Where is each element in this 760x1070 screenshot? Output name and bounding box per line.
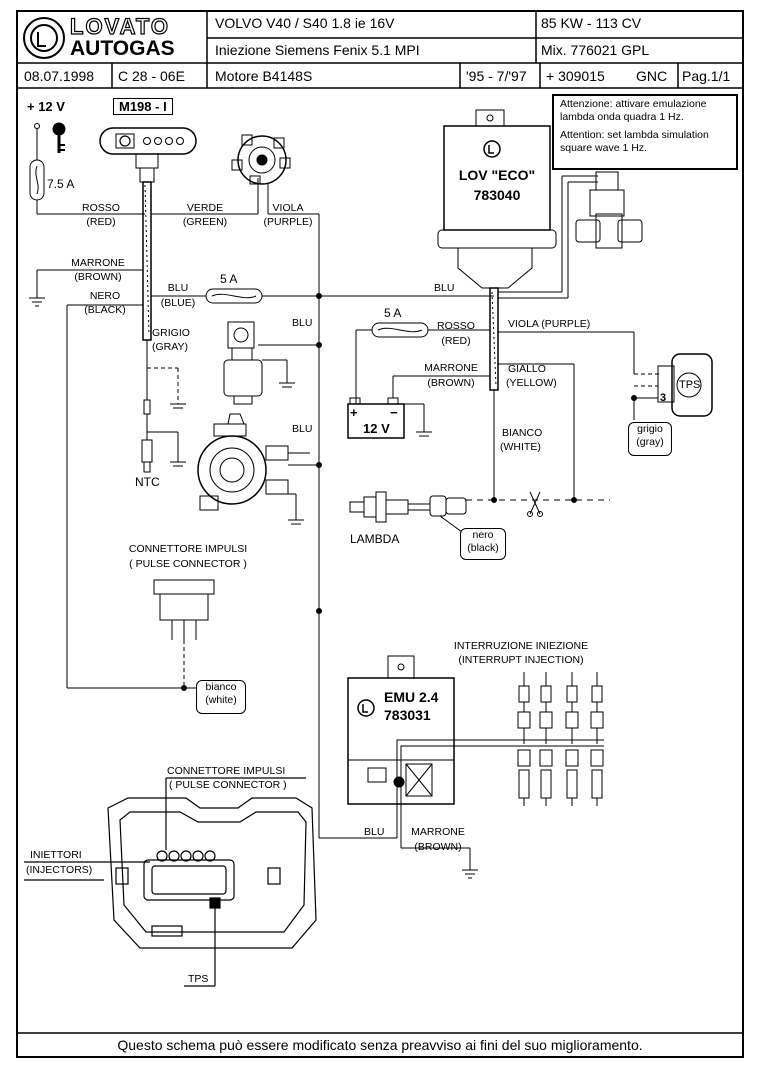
wire-brown-batt: (BROWN) (427, 377, 475, 389)
wire-viola: VIOLA (272, 202, 304, 214)
fuse-main-label: 7.5 A (47, 177, 75, 191)
lambda-label: LAMBDA (350, 532, 400, 546)
wire-blu-emu: BLU (364, 826, 385, 838)
callout-gray: (gray) (636, 436, 664, 448)
wire-verde: VERDE (186, 202, 224, 214)
injectors-caption-it: INIETTORI (30, 849, 82, 861)
wire-marrone-emu: MARRONE (411, 826, 465, 838)
wire-rosso-batt: ROSSO (437, 320, 475, 332)
tps-pin: 3 (660, 392, 667, 404)
ecu-name: LOV "ECO" (458, 167, 536, 183)
wire-green: (GREEN) (182, 216, 228, 228)
wire-gray: (GRAY) (152, 341, 188, 353)
notice-english: Attention: set lambda simulation square … (560, 129, 709, 154)
page-number: Pag.1/1 (682, 68, 731, 84)
drawing-code: C 28 - 06E (118, 68, 185, 84)
switch-logo-icon (119, 135, 131, 147)
wire-nero: NERO (89, 290, 121, 302)
notice-box: Attenzione: attivare emulazione lambda o… (552, 94, 738, 170)
sheet-frame (16, 10, 744, 1058)
wire-blu-reducer: BLU (292, 423, 313, 435)
engine-bay (24, 777, 317, 987)
emu-logo-icon (357, 699, 375, 717)
fuse-blu-label: 5 A (220, 272, 238, 286)
wire-viola-purple: VIOLA (PURPLE) (508, 318, 591, 330)
wire-blu-ecu: BLU (434, 282, 455, 294)
model-years: '95 - 7/'97 (466, 68, 527, 84)
injection-system: Iniezione Siemens Fenix 5.1 MPI (215, 42, 420, 58)
supply-label: + 12 V (27, 99, 65, 114)
interrupt-caption-it: INTERRUZIONE INIEZIONE (453, 640, 589, 652)
footer-disclaimer: Questo schema può essere modificato senz… (117, 1037, 643, 1053)
ecu-logo-icon (483, 140, 501, 158)
wire-bianco: BIANCO (502, 427, 543, 439)
lambda-nero-callout: nero (black) (460, 528, 506, 560)
callout-black: (black) (467, 542, 499, 554)
pulse-connector-caption-it: CONNETTORE IMPULSI (128, 543, 248, 555)
switch-label: M198 - I (113, 98, 173, 115)
lovato-logo-icon (23, 17, 65, 59)
wire-yellow: (YELLOW) (506, 377, 557, 389)
ntc-label: NTC (135, 475, 160, 489)
callout-nero: nero (472, 529, 494, 541)
power-rating: 85 KW - 113 CV (541, 15, 642, 31)
wire-grigio: GRIGIO (152, 327, 190, 339)
notice-italian: Attenzione: attivare emulazione lambda o… (560, 98, 707, 123)
wire-rosso: ROSSO (82, 202, 120, 214)
wire-black: (BLACK) (84, 304, 126, 316)
tps-bottom-caption: TPS (188, 973, 209, 985)
wire-red-batt: (RED) (441, 335, 471, 347)
emu-code: 783031 (384, 707, 431, 723)
wire-red: (RED) (86, 216, 116, 228)
wire-giallo: GIALLO (508, 363, 546, 375)
pulse-connector2-caption-it: CONNETTORE IMPULSI (167, 765, 286, 777)
interrupt-caption-en: (INTERRUPT INJECTION) (458, 654, 584, 666)
battery-label: 12 V (363, 421, 390, 436)
pulse-connector-caption-en: ( PULSE CONNECTOR ) (129, 558, 247, 570)
wire-marrone-batt: MARRONE (424, 362, 478, 374)
date: 08.07.1998 (24, 68, 95, 84)
engine-model: Motore B4148S (215, 68, 313, 84)
fuse-red-label: 5 A (384, 306, 402, 320)
reference-number: + 309015 (546, 68, 605, 84)
vehicle-title: VOLVO V40 / S40 1.8 ie 16V (215, 15, 395, 31)
callout-grigio: grigio (637, 423, 663, 435)
gnc-label: GNC (636, 68, 668, 84)
callout-bianco: bianco (205, 681, 237, 693)
ecu-code: 783040 (473, 187, 521, 203)
interrupt-plugs (517, 672, 604, 806)
wire-blu: BLU (167, 282, 189, 294)
brand-logo-line2: AUTOGAS (70, 37, 175, 60)
wire-white: (WHITE) (500, 441, 541, 453)
callout-white: (white) (205, 694, 237, 706)
pulse-bianco-callout: bianco (white) (196, 680, 246, 714)
emu-name: EMU 2.4 (384, 689, 439, 705)
injectors-caption-en: (INJECTORS) (26, 864, 93, 876)
wire-blue: (BLUE) (160, 297, 196, 309)
wire-brown: (BROWN) (74, 271, 122, 283)
wire-blu-valve: BLU (292, 317, 313, 329)
brand-logo-line1: LOVATO (69, 13, 170, 39)
mix-code: Mix. 776021 GPL (541, 42, 650, 58)
wire-brown-emu: (BROWN) (414, 841, 462, 853)
battery-polarity: + − (350, 405, 398, 420)
wire-marrone: MARRONE (71, 257, 125, 269)
wire-purple: (PURPLE) (263, 216, 313, 228)
tps-grigio-callout: grigio (gray) (628, 422, 672, 456)
tps-label: TPS (679, 379, 701, 391)
pulse-connector2-caption-en: ( PULSE CONNECTOR ) (169, 779, 287, 791)
